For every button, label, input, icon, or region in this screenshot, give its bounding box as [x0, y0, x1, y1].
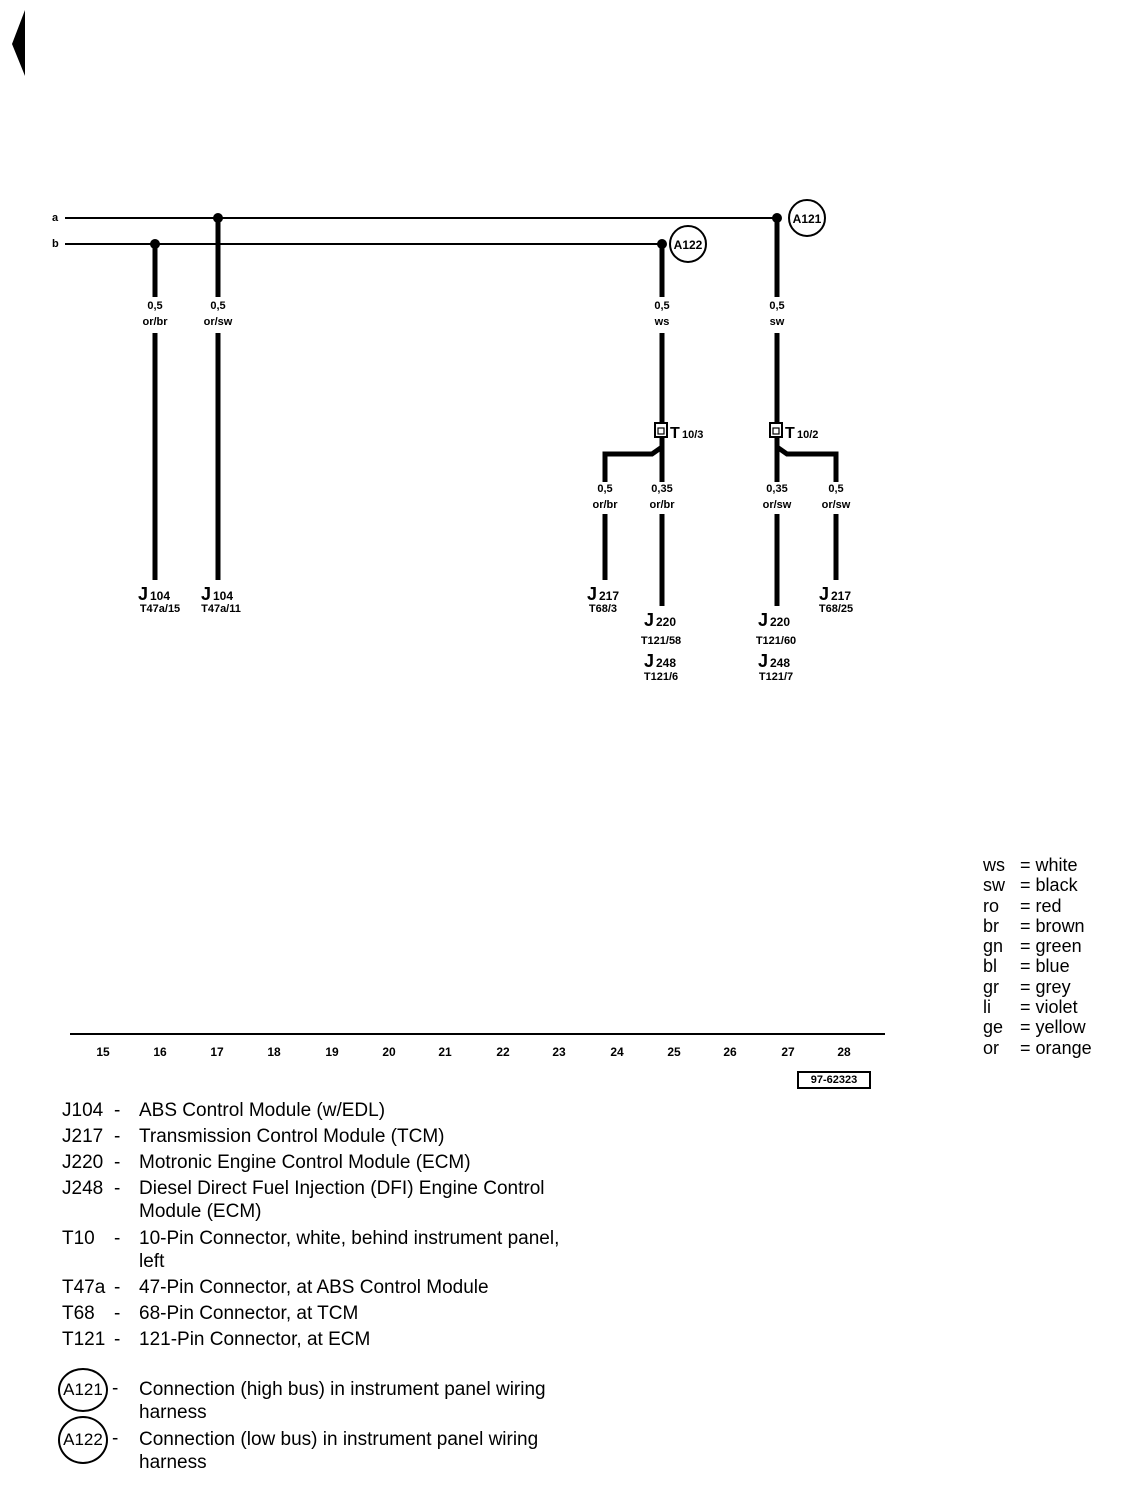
column-number: 20	[382, 1045, 396, 1059]
color-legend-row: br = brown	[983, 915, 1085, 936]
column-number: 28	[837, 1045, 851, 1059]
column-number: 22	[496, 1045, 510, 1059]
svg-text:10/2: 10/2	[797, 429, 818, 441]
circled-key-dash: -	[112, 1378, 119, 1399]
wire-color-label: or/br	[592, 499, 618, 511]
wire-color-label: or/sw	[822, 499, 851, 511]
column-numbers: 15 16 17 18 19 20 21 22 23 24 25 26 27 2…	[96, 1045, 851, 1059]
color-legend-row: ws = white	[983, 855, 1078, 875]
svg-text:10/3: 10/3	[682, 429, 703, 441]
color-legend-row: ge = yellow	[983, 1017, 1086, 1038]
wire-color-label: or/br	[142, 316, 168, 328]
component-J220-J248-b: J 220 T121/60 J 248 T121/7	[756, 610, 796, 683]
svg-text:T121/6: T121/6	[644, 671, 678, 683]
component-J217-a: J 217 T68/3	[587, 584, 619, 615]
svg-text:104: 104	[150, 589, 170, 603]
color-legend-row: li = violet	[983, 997, 1078, 1018]
svg-text:T47a/11: T47a/11	[201, 603, 241, 615]
color-legend-row: bl = blue	[983, 956, 1070, 977]
svg-text:104: 104	[213, 589, 233, 603]
component-J217-b: J 217 T68/25	[819, 584, 853, 615]
svg-text:A122: A122	[674, 238, 703, 252]
reference-number: 97-62323	[797, 1071, 871, 1089]
svg-text:J: J	[201, 584, 211, 604]
svg-text:T121/58: T121/58	[641, 635, 681, 647]
column-number: 26	[723, 1045, 737, 1059]
column-number: 15	[96, 1045, 110, 1059]
svg-text:220: 220	[770, 615, 790, 629]
color-legend-row: gn = green	[983, 936, 1082, 957]
wire-color-label: or/br	[649, 499, 675, 511]
bus-connection-A121: A121	[788, 199, 826, 237]
column-number: 18	[267, 1045, 281, 1059]
wire-color-label: ws	[654, 316, 670, 328]
circled-key-dash: -	[112, 1428, 119, 1449]
component-J220-J248-a: J 220 T121/58 J 248 T121/6	[641, 610, 681, 683]
component-J104-b: J 104 T47a/11	[201, 584, 241, 615]
color-legend-row: ro = red	[983, 895, 1062, 916]
svg-text:217: 217	[599, 589, 619, 603]
column-number: 21	[438, 1045, 452, 1059]
page-marker-icon	[12, 10, 25, 76]
svg-text:J: J	[587, 584, 597, 604]
svg-text:T47a/15: T47a/15	[140, 603, 180, 615]
column-number: 27	[781, 1045, 795, 1059]
circled-key-desc: Connection (high bus) in instrument pane…	[139, 1379, 546, 1423]
wire-size-label: 0,5	[210, 300, 225, 312]
wire-size-label: 0,5	[597, 483, 612, 495]
svg-text:248: 248	[656, 656, 676, 670]
column-number: 16	[153, 1045, 167, 1059]
color-legend-row: or = orange	[983, 1037, 1092, 1058]
svg-text:T: T	[670, 425, 680, 442]
circled-code-A121: A121	[58, 1368, 108, 1412]
wire-size-label: 0,5	[654, 300, 669, 312]
svg-text:J: J	[644, 610, 654, 630]
svg-text:T68/3: T68/3	[589, 603, 617, 615]
wire-color-label: sw	[770, 316, 785, 328]
color-legend-row: sw = black	[983, 875, 1078, 896]
svg-text:248: 248	[770, 656, 790, 670]
svg-text:J: J	[819, 584, 829, 604]
svg-text:T68/25: T68/25	[819, 603, 853, 615]
column-number: 19	[325, 1045, 339, 1059]
wire-size-label: 0,35	[766, 483, 787, 495]
column-number: 25	[667, 1045, 681, 1059]
wire-branch	[774, 437, 839, 482]
svg-text:J: J	[758, 651, 768, 671]
wire-color-label: or/sw	[763, 499, 792, 511]
color-legend: ws = white sw = black ro = red br = brow…	[983, 855, 1092, 1058]
wire-branch	[602, 437, 665, 482]
svg-text:T: T	[785, 425, 795, 442]
connector-T10-3: T 10/3	[654, 422, 703, 442]
wire-color-label: or/sw	[204, 316, 233, 328]
wire-size-label: 0,5	[769, 300, 784, 312]
svg-text:T121/7: T121/7	[759, 671, 793, 683]
wire-size-label: 0,5	[828, 483, 843, 495]
column-number: 17	[210, 1045, 224, 1059]
bus-connection-A122: A122	[669, 225, 707, 263]
svg-text:J: J	[758, 610, 768, 630]
svg-text:A121: A121	[793, 212, 822, 226]
circled-key-desc: Connection (low bus) in instrument panel…	[139, 1429, 539, 1473]
bus-label-a: a	[52, 212, 59, 224]
circled-code-A122: A122	[58, 1416, 108, 1464]
wire-size-label: 0,5	[147, 300, 162, 312]
svg-text:J: J	[644, 651, 654, 671]
svg-text:T121/60: T121/60	[756, 635, 796, 647]
color-legend-row: gr = grey	[983, 976, 1071, 997]
component-J104-a: J 104 T47a/15	[138, 584, 180, 615]
bus-label-b: b	[52, 238, 59, 250]
column-number: 23	[552, 1045, 566, 1059]
svg-text:220: 220	[656, 615, 676, 629]
svg-text:217: 217	[831, 589, 851, 603]
svg-text:J: J	[138, 584, 148, 604]
column-number: 24	[610, 1045, 624, 1059]
wire-size-label: 0,35	[651, 483, 672, 495]
